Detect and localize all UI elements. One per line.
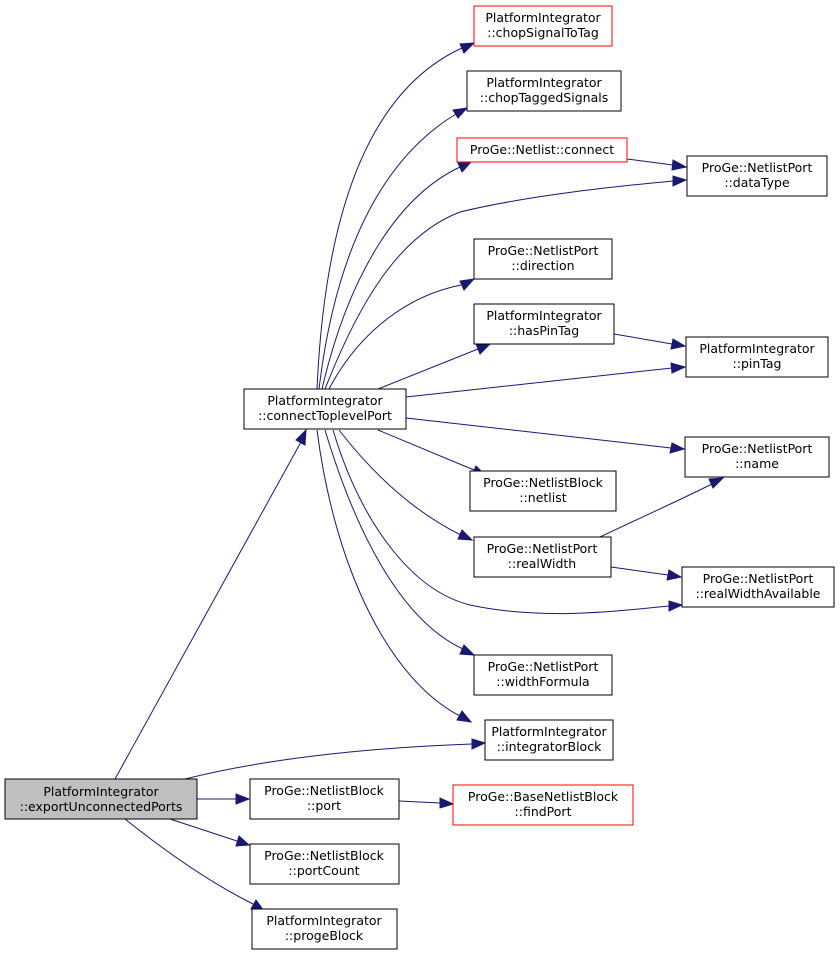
node-export-unconnected-ports[interactable]: PlatformIntegrator ::exportUnconnectedPo… (4, 778, 198, 820)
edge-connect-to-port-name (405, 417, 686, 454)
edge-connect-to-real-width-available (332, 429, 684, 615)
node-label-line1: ProGe::NetlistBlock (264, 848, 385, 863)
node-chop-signal-to-tag[interactable]: PlatformIntegrator ::chopSignalToTag (473, 5, 613, 47)
node-label-line2: ::realWidthAvailable (695, 586, 820, 601)
node-connect-toplevel-port[interactable]: PlatformIntegrator ::connectToplevelPort (243, 388, 407, 430)
edge-connect-to-data-type (324, 175, 688, 390)
node-label-line2: ::port (307, 798, 341, 813)
node-label-line1: ProGe::NetlistPort (702, 441, 813, 456)
node-label-line1: ProGe::NetlistBlock (483, 475, 604, 490)
node-label-line2: ::dataType (724, 175, 790, 190)
node-label-line1: PlatformIntegrator (491, 724, 607, 739)
node-label-line1: PlatformIntegrator (486, 75, 602, 90)
node-label-line1: ProGe::Netlist::connect (470, 142, 614, 157)
edge-export-to-block-port (197, 793, 251, 805)
edge-connect-to-chop-signal (316, 42, 476, 390)
node-width-formula[interactable]: ProGe::NetlistPort ::widthFormula (473, 654, 613, 696)
node-label-line2: ::connectToplevelPort (258, 408, 392, 423)
edge-export-to-connect-toplevel (114, 428, 307, 780)
node-label-line1: ProGe::NetlistPort (703, 571, 814, 586)
node-chop-tagged-signals[interactable]: PlatformIntegrator ::chopTaggedSignals (466, 70, 622, 112)
node-label-line1: ProGe::NetlistPort (488, 659, 599, 674)
edge-connect-to-netlist-connect (321, 160, 474, 390)
node-label-line2: ::direction (511, 258, 574, 273)
node-label-line1: PlatformIntegrator (266, 913, 382, 928)
node-label-line2: ::name (735, 456, 779, 471)
node-has-pin-tag[interactable]: PlatformIntegrator ::hasPinTag (473, 303, 615, 345)
edge-real-width-to-port-name (599, 477, 725, 538)
node-label-line2: ::portCount (288, 863, 359, 878)
node-label-line2: ::exportUnconnectedPorts (20, 799, 183, 814)
node-label-line2: ::widthFormula (496, 674, 589, 689)
node-proge-block[interactable]: PlatformIntegrator ::progeBlock (251, 908, 398, 950)
edge-connect-to-has-pin-tag (377, 343, 492, 390)
node-real-width-available[interactable]: ProGe::NetlistPort ::realWidthAvailable (681, 566, 835, 608)
node-label-line2: ::realWidth (508, 556, 576, 571)
edge-connect-to-direction (328, 278, 476, 390)
nodes: PlatformIntegrator ::exportUnconnectedPo… (4, 5, 835, 950)
node-label-line2: ::pinTag (733, 356, 782, 371)
node-label-line2: ::progeBlock (285, 928, 364, 943)
node-label-line2: ::chopSignalToTag (487, 25, 599, 40)
edge-netlist-connect-to-data-type (626, 158, 688, 171)
edge-connect-to-chop-tagged (318, 107, 469, 390)
node-label-line1: ProGe::NetlistPort (487, 541, 598, 556)
node-find-port[interactable]: ProGe::BaseNetlistBlock ::findPort (452, 784, 634, 826)
node-direction[interactable]: ProGe::NetlistPort ::direction (473, 238, 613, 280)
node-label-line1: PlatformIntegrator (267, 393, 383, 408)
node-block-port[interactable]: ProGe::NetlistBlock ::port (249, 778, 400, 820)
node-label-line1: PlatformIntegrator (699, 341, 815, 356)
node-label-line1: PlatformIntegrator (486, 308, 602, 323)
edge-real-width-to-real-width-available (610, 566, 683, 581)
node-label-line2: ::hasPinTag (509, 323, 579, 338)
edge-has-pin-tag-to-pin-tag (613, 333, 687, 350)
node-label-line1: ProGe::NetlistBlock (264, 783, 385, 798)
node-label-line2: ::integratorBlock (497, 739, 602, 754)
node-label-line1: ProGe::BaseNetlistBlock (468, 789, 619, 804)
edge-export-to-port-count (169, 818, 251, 847)
edge-export-to-integrator-block (184, 738, 487, 780)
edge-export-to-proge-block (124, 818, 266, 912)
edge-connect-to-width-formula (324, 429, 476, 656)
edge-connect-to-integrator-block (316, 429, 473, 723)
edge-connect-to-real-width (338, 429, 474, 541)
edge-connect-to-netlist (377, 429, 488, 477)
node-port-count[interactable]: ProGe::NetlistBlock ::portCount (249, 843, 400, 885)
node-real-width[interactable]: ProGe::NetlistPort ::realWidth (473, 536, 612, 578)
node-label-line2: ::chopTaggedSignals (480, 90, 608, 105)
node-label-line1: PlatformIntegrator (43, 784, 159, 799)
node-label-line1: PlatformIntegrator (485, 10, 601, 25)
edge-connect-to-pin-tag (405, 362, 687, 398)
node-pin-tag[interactable]: PlatformIntegrator ::pinTag (685, 336, 829, 378)
node-port-name[interactable]: ProGe::NetlistPort ::name (684, 436, 830, 478)
node-data-type[interactable]: ProGe::NetlistPort ::dataType (686, 155, 828, 197)
node-integrator-block[interactable]: PlatformIntegrator ::integratorBlock (484, 719, 614, 761)
node-label-line1: ProGe::NetlistPort (488, 243, 599, 258)
node-netlist-connect[interactable]: ProGe::Netlist::connect (456, 137, 628, 163)
node-netlist[interactable]: ProGe::NetlistBlock ::netlist (469, 470, 617, 512)
node-label-line2: ::findPort (515, 804, 572, 819)
node-label-line1: ProGe::NetlistPort (702, 160, 813, 175)
edge-block-port-to-find-port (398, 797, 455, 809)
edges (114, 42, 725, 912)
node-label-line2: ::netlist (519, 490, 566, 505)
